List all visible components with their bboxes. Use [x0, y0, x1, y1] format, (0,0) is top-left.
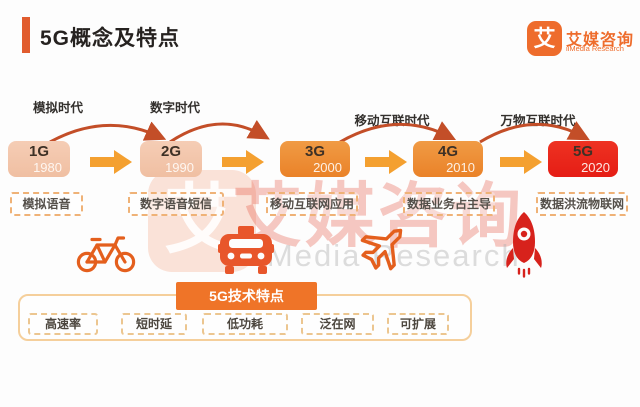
desc-box-5g: 数据洪流物联网 [536, 192, 628, 216]
desc-box-2g: 数字语音短信 [128, 192, 224, 216]
era-label-digital: 数字时代 [149, 101, 200, 115]
feature-item-low-latency: 短时延 [121, 313, 187, 335]
flow-arrow-icon [90, 150, 132, 174]
gen-label: 1G [28, 143, 49, 160]
gen-box-5g: 5G 2020 [548, 141, 618, 177]
gen-year: 1980 [33, 160, 62, 175]
gen-box-4g: 4G 2010 [413, 141, 483, 177]
desc-box-4g: 数据业务占主导 [403, 192, 495, 216]
desc-box-1g: 模拟语音 [10, 192, 83, 216]
brand-logo-glyph: 艾 [533, 26, 556, 51]
gen-year: 1990 [165, 160, 194, 175]
taxi-icon [218, 226, 274, 274]
era-label-analog: 模拟时代 [32, 101, 83, 115]
gen-label: 5G [572, 143, 593, 160]
airplane-icon [360, 228, 403, 271]
era-arc-arrows-icon [49, 119, 590, 144]
gen-label: 2G [160, 143, 181, 160]
title-accent-bar [22, 17, 30, 53]
brand-logo-icon: 艾 [527, 21, 562, 56]
gen-box-3g: 3G 2000 [280, 141, 350, 177]
era-label-iot: 万物互联时代 [500, 114, 576, 128]
gen-label: 3G [304, 143, 325, 160]
features-title: 5G技术特点 [176, 282, 317, 310]
gen-year: 2010 [446, 160, 475, 175]
gen-year: 2000 [313, 160, 342, 175]
brand-name-en: iiMedia Research [566, 44, 624, 53]
feature-item-ubiquitous-network: 泛在网 [301, 313, 374, 335]
page-title: 5G概念及特点 [40, 27, 181, 50]
flow-arrow-icon [500, 150, 542, 174]
feature-item-scalable: 可扩展 [387, 313, 449, 335]
gen-label: 4G [437, 143, 458, 160]
gen-year: 2020 [581, 160, 610, 175]
gen-box-1g: 1G 1980 [8, 141, 70, 177]
rocket-icon [506, 212, 542, 278]
flow-arrow-icon [365, 150, 407, 174]
flow-arrow-icon [222, 150, 264, 174]
desc-box-3g: 移动互联网应用 [266, 192, 358, 216]
brand-name-cn: 艾媒咨询 [566, 32, 635, 49]
watermark-text-en: iMedia Research [258, 238, 521, 273]
feature-item-high-speed: 高速率 [28, 313, 98, 335]
feature-item-low-power: 低功耗 [202, 313, 288, 335]
gen-box-2g: 2G 1990 [140, 141, 202, 177]
bicycle-icon [76, 236, 136, 273]
watermark-text-cn: 艾媒咨询 [232, 177, 524, 255]
